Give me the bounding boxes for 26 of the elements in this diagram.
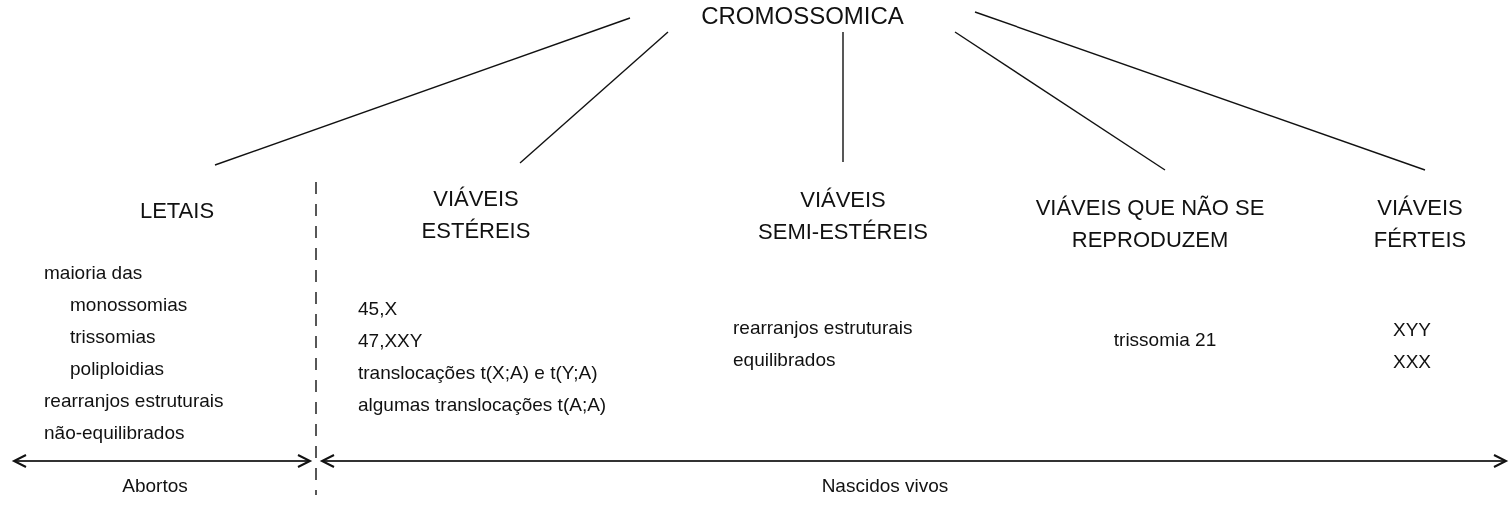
example-text: XYY (1393, 318, 1433, 342)
example-text: rearranjos estruturais equilibrados (733, 316, 914, 372)
example-text: translocações t(X;A) e t(Y;A) (358, 361, 599, 385)
heading-text: CROMOSSOMICA (630, 0, 975, 32)
range-label: Nascidos vivos (820, 474, 950, 498)
example-text: trissomia 21 (1112, 328, 1218, 352)
range-label: Abortos (121, 474, 189, 498)
example-text: XXX (1393, 350, 1433, 374)
example-text: poliploidias (70, 357, 165, 381)
example-text: 47,XXY (358, 329, 424, 353)
category-heading: VIÁVEIS QUE NÃO SE REPRODUZEM (1035, 194, 1265, 254)
category-heading: VIÁVEIS FÉRTEIS (1372, 194, 1468, 254)
category-heading: VIÁVEIS ESTÉREIS (420, 185, 532, 245)
category-heading: VIÁVEIS SEMI-ESTÉREIS (757, 186, 929, 246)
connector-line (842, 31, 844, 163)
example-text: trissomias (70, 325, 157, 349)
connector-line (954, 31, 1166, 171)
connector-line (974, 11, 1426, 171)
example-text: 45,X (358, 297, 399, 321)
example-text: maioria das (44, 261, 144, 285)
example-text: rearranjos estruturais não-equilibrados (44, 389, 225, 445)
example-text: algumas translocações t(A;A) (358, 393, 608, 417)
example-text: monossomias (70, 293, 189, 317)
category-heading: LETAIS (138, 197, 216, 225)
connector-line (214, 17, 631, 166)
connector-line (519, 31, 669, 164)
